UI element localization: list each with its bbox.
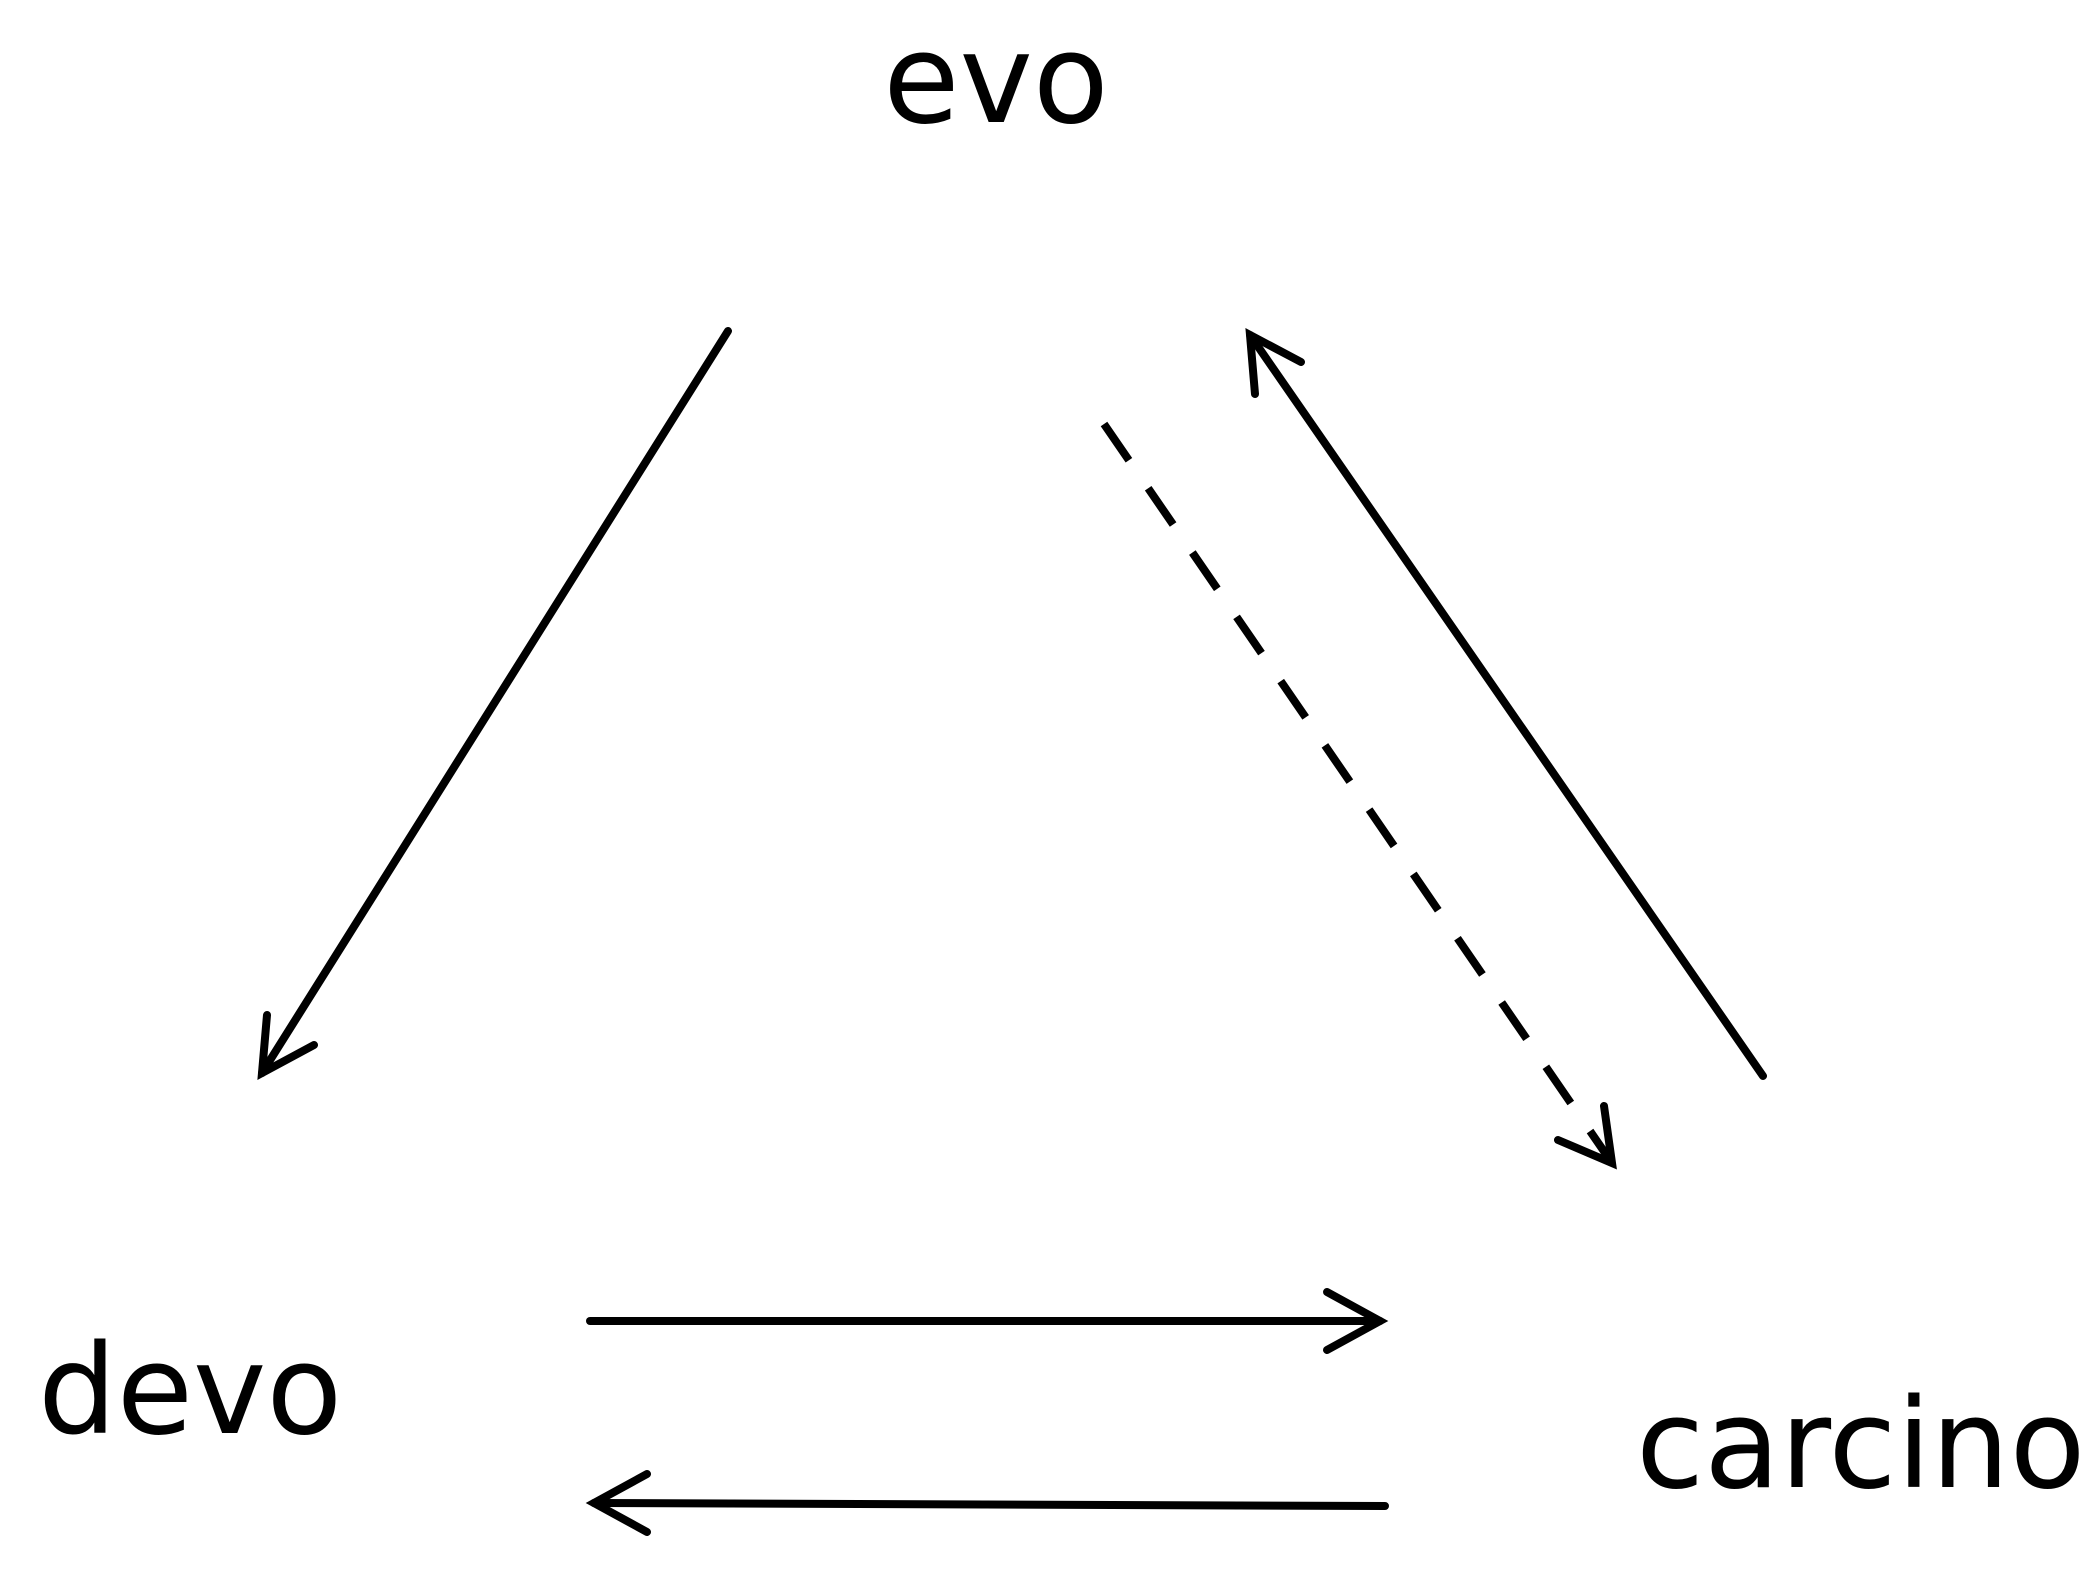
- edge-carcino-to-devo: [585, 1470, 1389, 1536]
- edge-carcino-to-devo-arrowhead: [585, 1470, 651, 1536]
- edge-devo-to-carcino-arrowhead: [1323, 1288, 1389, 1354]
- edge-evo-to-devo-arrowhead: [257, 1011, 318, 1081]
- edge-evo-to-devo: [257, 327, 732, 1081]
- edge-evo-to-devo-line: [258, 327, 732, 1077]
- edge-evo-to-carcino-dashed: [1100, 421, 1617, 1170]
- edge-carcino-to-evo-arrowhead: [1245, 328, 1305, 398]
- edge-evo-to-carcino-arrowhead: [1554, 1102, 1617, 1170]
- edge-carcino-to-devo-line: [590, 1499, 1389, 1510]
- edge-carcino-to-evo: [1245, 328, 1767, 1080]
- node-label-devo: devo: [38, 1319, 342, 1463]
- node-label-evo: evo: [883, 8, 1109, 152]
- node-label-carcino: carcino: [1636, 1373, 2086, 1517]
- edge-carcino-to-evo-line: [1246, 331, 1767, 1080]
- edge-evo-to-carcino-line: [1100, 421, 1616, 1166]
- edge-devo-to-carcino: [586, 1288, 1389, 1354]
